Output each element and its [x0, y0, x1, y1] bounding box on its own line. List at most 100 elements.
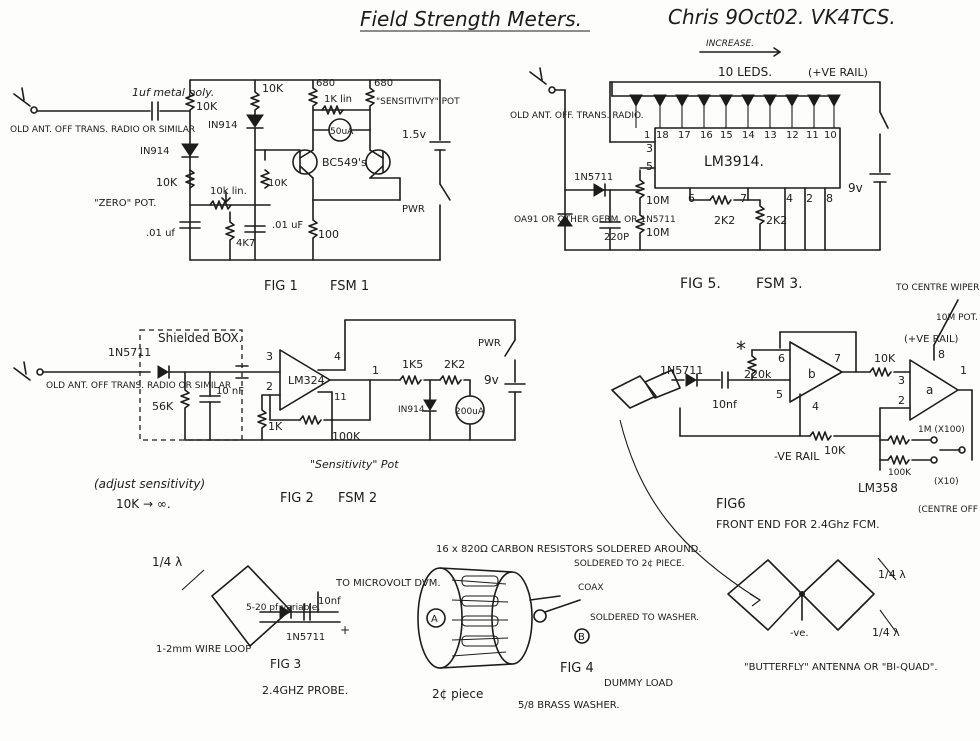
fig6-x10: (X10): [934, 477, 959, 487]
fig2-battery: 9v: [484, 373, 499, 387]
fig6-pin2: 2: [898, 394, 905, 407]
fig5-increase: INCREASE.: [706, 39, 754, 49]
fig5-pin-15: 15: [720, 130, 733, 141]
fig5-diode: 1N5711: [574, 172, 613, 183]
fig1-r-4k7: 4K7: [236, 238, 255, 249]
fig1-cap-in: 1uf metal poly.: [132, 86, 214, 99]
fig2-diode: 1N5711: [108, 346, 151, 359]
fig5-pin-11: 11: [806, 130, 819, 141]
fig2-antenna-icon: [13, 361, 44, 381]
fig5-name: FSM 3.: [756, 276, 803, 292]
fig4-b: B: [578, 632, 585, 643]
fig2-pin2: 2: [266, 380, 273, 393]
fig1-r-100: 100: [318, 228, 339, 241]
fig5-pin8: 8: [826, 192, 833, 205]
fig1-transistor: BC549's: [322, 156, 367, 169]
fig2-pot-100k: 100K: [332, 430, 361, 443]
fig5-circuit: [529, 47, 891, 251]
fig4-a: A: [431, 614, 438, 625]
fig5-pin2: 2: [806, 192, 813, 205]
fig6-rail: (+VE RAIL): [904, 334, 959, 345]
fig5-pin-13: 13: [764, 130, 777, 141]
fig1-r-load: 10K: [156, 176, 178, 189]
fig6-pin1: 1: [960, 364, 967, 377]
fig5-antenna-icon: [529, 67, 556, 94]
fig3-loop: 1-2mm WIRE LOOP: [156, 644, 251, 655]
fig6-to-wiper: TO CENTRE WIPER: [895, 283, 979, 293]
fig5-cap: 220P: [604, 232, 629, 243]
fig1-cap2: .01 uF: [272, 220, 303, 231]
fig6-neg-rail: -VE RAIL: [774, 450, 820, 463]
fig2-pwr: PWR: [478, 338, 501, 349]
fig1-battery: 1.5v: [402, 128, 426, 141]
fig1-pot-1k: 1K lin: [324, 94, 352, 105]
fig6-r-100k: 100K: [888, 468, 912, 478]
fig5-germ: OA91 OR OTHER GERM. OR 1N5711: [514, 215, 676, 225]
author-date: Chris 9Oct02. VK4TCS.: [668, 5, 896, 29]
fig5-caption: FIG 5.: [680, 276, 721, 292]
fig1-zero-pot: "ZERO" POT.: [94, 198, 156, 209]
fig4-dummy-load: [417, 567, 590, 669]
fig6-r-220k: 220k: [744, 368, 772, 381]
fig2-caption: FIG 2: [280, 491, 314, 506]
fig3-cap2: 10nf: [318, 596, 341, 607]
fig3-cap: 5-20 pf variable.: [246, 603, 320, 613]
fig1-diode2: IN914: [208, 120, 238, 131]
fig2-pin4: 4: [334, 350, 341, 363]
fig6-pin3: 3: [898, 374, 905, 387]
fig5-ic: LM3914.: [704, 154, 764, 170]
fig1-diode: IN914: [140, 146, 170, 157]
fig6-pin8: 8: [938, 348, 945, 361]
fig2-range: 10K → ∞.: [116, 497, 171, 511]
fig2-shield: Shielded BOX.: [158, 331, 242, 345]
fig3-diode: 1N5711: [286, 632, 325, 643]
fig6-amp-b: b: [808, 367, 816, 381]
fig5-pin6: 6: [688, 192, 695, 205]
fig3-to: TO MICROVOLT DVM.: [335, 578, 441, 589]
fig5-battery: 9v: [848, 181, 863, 195]
fig6-cap: 10nf: [712, 398, 738, 411]
fig5-pin-12: 12: [786, 130, 799, 141]
antenna-lambda-a: 1/4 λ: [878, 568, 906, 581]
fig5-pin-10: 10: [824, 130, 837, 141]
fig5-r-10m-a: 10M: [646, 194, 670, 207]
fig1-meter: 50uA: [330, 127, 354, 137]
fig6-r-10k2: 10K: [824, 444, 846, 457]
fig6-pin7: 7: [834, 352, 841, 365]
fig5-pin-17: 17: [678, 130, 691, 141]
fig1-caption: FIG 1: [264, 279, 298, 294]
fig6-desc: FRONT END FOR 2.4Ghz FCM.: [716, 518, 880, 531]
fig6-pin4: 4: [812, 400, 819, 413]
fig2-r-1k: 1K: [268, 420, 283, 433]
fig5-pin5: 5: [646, 160, 653, 173]
antenna-lambda-b: 1/4 λ: [872, 626, 900, 639]
fig1-r-680b: 680: [374, 78, 393, 89]
fig1-name: FSM 1: [330, 279, 369, 294]
butterfly-antenna: [727, 557, 897, 633]
fig1-antenna-label: OLD ANT. OFF TRANS. RADIO OR SIMILAR: [10, 125, 195, 135]
fig2-diode2: IN914: [398, 405, 425, 415]
fig5-rail: (+VE RAIL): [808, 66, 868, 79]
fig4-washer: 5/8 BRASS WASHER.: [518, 700, 620, 711]
fig6-asterisk: *: [736, 337, 746, 361]
fig1-r-top: 10K: [262, 82, 284, 95]
fig5-pin3: 3: [646, 142, 653, 155]
fig2-pin11: 11: [334, 392, 347, 403]
fig4-coin: 2¢ piece: [432, 687, 483, 701]
fig6-ic: LM358: [858, 481, 898, 495]
fig3-plus: +: [340, 623, 350, 637]
fig6-caption: FIG6: [716, 497, 746, 512]
fig3-lambda: 1/4 λ: [152, 555, 182, 569]
fig2-r-2k2: 2K2: [444, 358, 465, 371]
fig5-antenna-label: OLD ANT. OFF. TRANS. RADIO.: [510, 111, 644, 121]
fig5-pin-1: 1: [644, 130, 650, 141]
fig1-r-10k2: 10K: [268, 178, 288, 189]
sheet-title: Field Strength Meters.: [360, 7, 582, 31]
fig3-caption: FIG 3: [270, 657, 301, 671]
fig1-r-680a: 680: [316, 78, 335, 89]
fig2-op-amp: LM324: [288, 374, 325, 387]
fig5-pin7: 7: [740, 192, 747, 205]
fig4-soldered2: SOLDERED TO WASHER.: [590, 613, 699, 623]
fig5-led-array: [629, 94, 841, 108]
